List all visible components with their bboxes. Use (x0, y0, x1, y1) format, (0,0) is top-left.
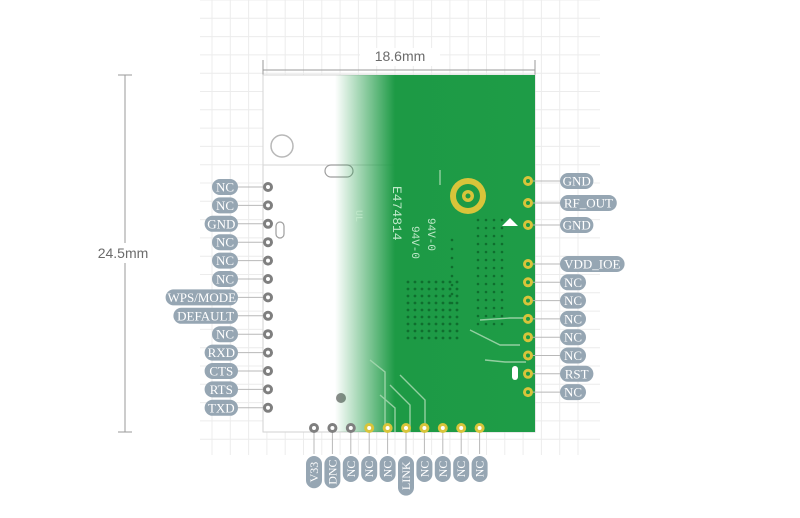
silkscreen-rating-2: 94V-0 (408, 226, 420, 259)
pin-name: CTS (209, 364, 233, 379)
pin-label-wps-mode: WPS/MODE (165, 289, 238, 306)
pin-label-nc: NC (212, 197, 238, 214)
pin-label-dnc: DNC (324, 456, 341, 489)
pin-label-gnd: GND (560, 217, 594, 233)
pin-name: NC (564, 348, 582, 363)
pcb-vias (406, 218, 504, 340)
pin-label-nc: NC (560, 310, 586, 327)
pin-label-gnd: GND (560, 173, 594, 189)
pin-name: TXD (208, 400, 235, 415)
pin-name: V33 (307, 462, 321, 483)
pin-name: NC (436, 461, 450, 478)
pin-name: DEFAULT (177, 308, 234, 323)
pin-name: NC (564, 293, 582, 308)
pcb-traces (369, 170, 526, 432)
pin-label-nc: NC (379, 456, 396, 482)
height-dimension-label: 24.5mm (98, 245, 149, 261)
pin-name: NC (362, 461, 376, 478)
pin-label-rts: RTS (204, 381, 238, 398)
pin-name: RF_OUT (564, 196, 613, 211)
pin-label-nc: NC (560, 329, 586, 346)
pin-label-nc: NC (453, 456, 470, 482)
pin-label-nc: NC (212, 326, 238, 343)
pin-label-nc: NC (361, 456, 378, 482)
pin1-marker (502, 218, 518, 226)
pin-name: RST (565, 366, 589, 381)
pin-label-rxd: RXD (204, 344, 238, 361)
silkscreen-cert-number: E474814 (389, 186, 404, 241)
pcb-green-area (335, 75, 535, 432)
pin-label-nc: NC (560, 384, 586, 401)
pin-name: NC (564, 330, 582, 345)
pin-label-nc: NC (212, 179, 238, 195)
pin-label-cts: CTS (204, 363, 238, 379)
pin-name: NC (564, 385, 582, 400)
pin-label-default: DEFAULT (173, 307, 238, 324)
pin-name: DNC (325, 459, 339, 484)
pin-label-vdd-ioe: VDD_IOE (560, 256, 625, 272)
pin-label-nc: NC (212, 252, 238, 269)
silkscreen-marks: 94V-0 94V-0 E474814 UL (352, 186, 436, 259)
pin-name: RTS (210, 382, 233, 397)
mounting-hole (270, 134, 294, 158)
pin-label-nc: NC (471, 456, 488, 482)
pin-name: GND (207, 216, 235, 231)
antenna-pad (450, 178, 486, 214)
pin-label-link: LINK (398, 456, 414, 496)
width-dimension-label: 18.6mm (375, 48, 426, 64)
pin-label-nc: NC (560, 347, 586, 364)
height-dimension: 24.5mm (85, 74, 165, 433)
pin-name: NC (216, 272, 234, 287)
pin-name: RXD (208, 345, 235, 360)
pin-name: NC (417, 461, 431, 478)
pin-name: LINK (399, 461, 413, 490)
pin-label-nc: NC (416, 456, 433, 482)
right-pin-column: GND RF_OUT GND VDD_IOE NC NC NC NC NC RST NC (523, 173, 625, 401)
pin-name: NC (216, 327, 234, 342)
pin-name: NC (564, 311, 582, 326)
pin-name: NC (381, 461, 395, 478)
pin-label-nc: NC (560, 274, 586, 291)
pin-name: NC (564, 275, 582, 290)
pin-name: NC (454, 461, 468, 478)
module-board: 94V-0 94V-0 E474814 UL (262, 74, 536, 433)
pin-name: NC (344, 461, 358, 478)
pin-label-nc: NC (212, 271, 238, 287)
silkscreen-rating-1: 94V-0 (424, 218, 436, 251)
silkscreen-logo: UL (352, 210, 363, 222)
pin-label-rst: RST (560, 365, 594, 382)
pin-label-gnd: GND (204, 215, 238, 232)
pin-name: NC (473, 461, 487, 478)
pin-label-nc: NC (560, 292, 586, 309)
pin-label-nc: NC (342, 456, 359, 482)
pin-name: NC (216, 235, 234, 250)
pin-name: VDD_IOE (564, 257, 620, 272)
pin-label-rf-out: RF_OUT (560, 195, 617, 211)
pin-label-v33: V33 (306, 456, 322, 489)
pin-name: NC (216, 198, 234, 213)
pin-name: WPS/MODE (167, 290, 236, 305)
pin-name: NC (216, 180, 234, 195)
pin-name: GND (563, 174, 591, 189)
pin-name: GND (563, 218, 591, 233)
pin-label-txd: TXD (204, 399, 238, 416)
pin-label-nc: NC (434, 456, 451, 482)
left-pin-column: NC NC GND NC NC NC WPS/MODE DEFAULT NC RXD CTS RTS T… (165, 179, 273, 416)
pin-name: NC (216, 253, 234, 268)
pin-label-nc: NC (212, 234, 238, 251)
